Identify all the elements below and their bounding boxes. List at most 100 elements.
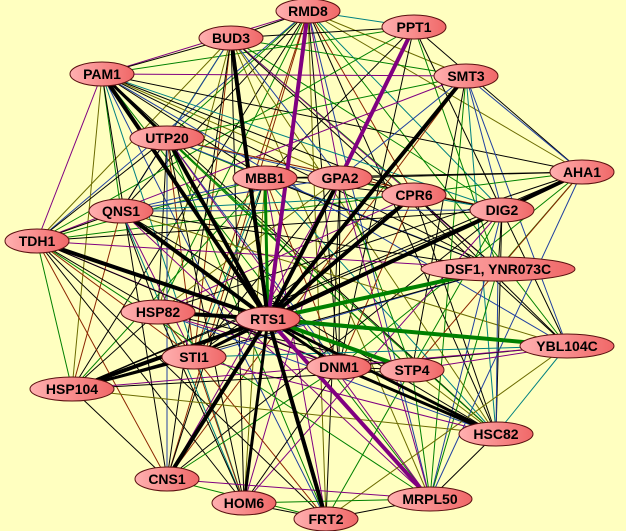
node-hsp104[interactable]: HSP104: [29, 376, 115, 402]
edge-strong: [338, 26, 416, 179]
node-label: DSF1, YNR073C: [445, 261, 551, 277]
node-shape: [161, 344, 227, 370]
node-ybl104c[interactable]: YBL104C: [519, 333, 615, 359]
node-label: RMD8: [288, 3, 328, 19]
edge: [339, 171, 583, 179]
edge: [230, 37, 341, 179]
edge: [120, 210, 195, 358]
node-shape: [387, 486, 473, 512]
node-gpa2[interactable]: GPA2: [307, 165, 373, 191]
node-label: MRPL50: [402, 491, 457, 507]
node-rmd8[interactable]: RMD8: [275, 0, 341, 24]
node-qns1[interactable]: QNS1: [88, 198, 154, 224]
edge: [413, 26, 499, 270]
edge: [465, 75, 503, 211]
edge-strong: [100, 72, 270, 321]
edge: [307, 10, 340, 368]
node-hsp82[interactable]: HSP82: [120, 299, 196, 325]
node-mbb1[interactable]: MBB1: [232, 165, 298, 191]
edge: [71, 388, 497, 435]
node-frt2[interactable]: FRT2: [293, 506, 359, 531]
node-hsc82[interactable]: HSC82: [458, 421, 534, 447]
edge: [120, 210, 159, 313]
node-sti1[interactable]: STI1: [161, 344, 227, 370]
edge: [264, 177, 497, 435]
edge-strong: [242, 318, 270, 504]
node-utp20[interactable]: UTP20: [129, 125, 205, 151]
edge: [101, 73, 168, 480]
edge: [101, 26, 415, 75]
node-tdh1[interactable]: TDH1: [4, 228, 70, 254]
edge: [465, 75, 583, 173]
edge: [264, 177, 340, 368]
edge-strong: [266, 74, 468, 321]
node-rts1[interactable]: RTS1: [235, 306, 301, 332]
node-label: UTP20: [145, 130, 189, 146]
edge: [120, 177, 341, 212]
node-ppt1[interactable]: PPT1: [381, 14, 447, 40]
node-dsf1[interactable]: DSF1, YNR073C: [420, 256, 576, 282]
edge: [120, 194, 415, 212]
edge: [101, 73, 499, 270]
node-shape: [519, 333, 615, 359]
edge-strong: [263, 177, 270, 320]
edge: [120, 209, 503, 212]
edge: [101, 73, 467, 77]
edge-strong: [266, 317, 432, 501]
node-label: STP4: [394, 362, 429, 378]
node-dnm1[interactable]: DNM1: [306, 354, 372, 380]
edge: [413, 194, 497, 435]
node-shape: [420, 256, 576, 282]
node-label: SMT3: [447, 68, 485, 84]
edge: [120, 10, 309, 212]
edge: [157, 10, 309, 313]
edge: [101, 73, 583, 173]
edge-strong: [338, 365, 497, 436]
node-stp4[interactable]: STP4: [379, 357, 445, 383]
edge: [495, 268, 499, 435]
edge: [166, 137, 245, 504]
node-label: RTS1: [250, 311, 286, 327]
node-cpr6[interactable]: CPR6: [381, 182, 447, 208]
edge: [157, 311, 340, 368]
edge-strong: [165, 317, 270, 481]
edge: [193, 356, 245, 504]
node-label: YBL104C: [536, 338, 597, 354]
node-label: PPT1: [396, 19, 431, 35]
node-shape: [293, 506, 359, 531]
node-shape: [381, 182, 447, 208]
edge: [338, 194, 415, 368]
edge: [71, 311, 159, 390]
node-mrpl50[interactable]: MRPL50: [387, 486, 473, 512]
node-shape: [549, 159, 615, 185]
edge: [101, 73, 266, 179]
node-dig2[interactable]: DIG2: [469, 197, 535, 223]
node-shape: [235, 306, 301, 332]
node-label: PAM1: [83, 66, 121, 82]
edge: [465, 75, 497, 435]
node-hom6[interactable]: HOM6: [211, 490, 277, 516]
node-cns1[interactable]: CNS1: [134, 466, 200, 492]
edge: [36, 240, 159, 313]
edge: [429, 171, 583, 500]
edge: [243, 366, 340, 504]
node-shape: [381, 14, 447, 40]
node-label: TDH1: [19, 233, 56, 249]
node-label: HOM6: [224, 495, 265, 511]
edge-strong: [267, 317, 497, 436]
edge-strong: [266, 10, 310, 320]
node-pam1[interactable]: PAM1: [69, 61, 135, 87]
edge: [429, 268, 499, 500]
edge: [413, 26, 583, 173]
node-smt3[interactable]: SMT3: [433, 63, 499, 89]
node-label: HSP82: [136, 304, 181, 320]
node-bud3[interactable]: BUD3: [198, 25, 264, 51]
edge-strong: [267, 208, 503, 321]
edge: [157, 311, 245, 504]
edge: [101, 73, 327, 520]
edge: [307, 10, 503, 211]
node-aha1[interactable]: AHA1: [549, 159, 615, 185]
edge: [166, 10, 309, 480]
edge: [166, 177, 266, 480]
